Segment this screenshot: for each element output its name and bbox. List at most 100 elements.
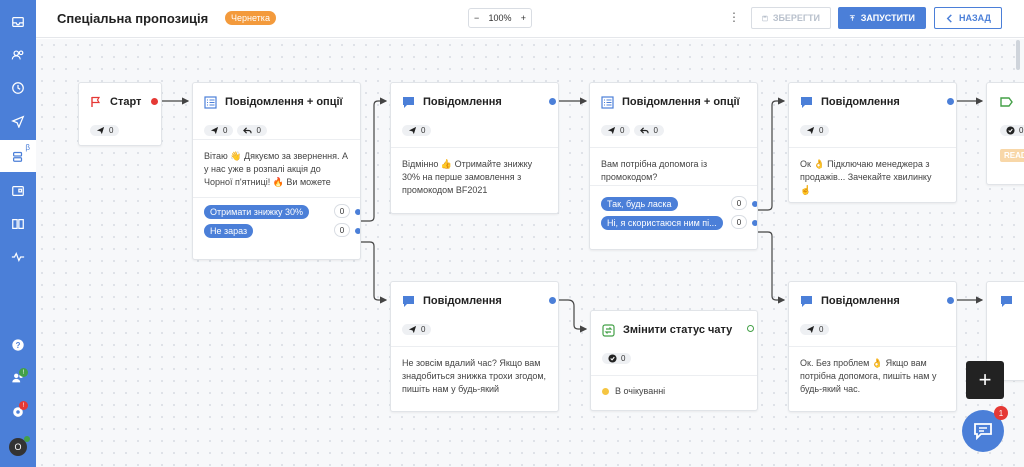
reply-icon — [640, 126, 650, 134]
option-row[interactable]: Так, будь ласка 0 — [601, 194, 757, 213]
sent-count: 0 — [819, 125, 824, 135]
message-node[interactable]: Повідомлення 0 Ок 👌 Підключаю менеджера … — [788, 82, 957, 203]
avatar[interactable]: O — [9, 438, 27, 456]
done-count: 0 — [1019, 125, 1024, 135]
partial-node[interactable] — [986, 281, 1024, 381]
send-icon — [210, 126, 219, 134]
node-title: Змінити статус чату — [623, 324, 733, 336]
run-label: ЗАПУСТИТИ — [860, 13, 915, 23]
save-button[interactable]: ЗБЕРЕГТИ — [751, 7, 831, 29]
start-output-port[interactable] — [151, 98, 158, 105]
change-status-node[interactable]: Змінити статус чату 0 В очікуванні — [590, 310, 758, 411]
flag-icon — [91, 96, 101, 107]
send-icon — [408, 325, 417, 333]
reply-stat: 0 — [634, 124, 664, 136]
option-row[interactable]: Не зараз 0 — [204, 221, 360, 240]
partial-node[interactable]: 0 READ — [986, 82, 1024, 185]
message-icon — [1001, 295, 1012, 307]
check-icon — [1006, 125, 1015, 135]
status-output-port[interactable] — [747, 325, 754, 332]
vertical-scrollbar[interactable] — [1016, 40, 1020, 70]
option-count: 0 — [334, 204, 350, 218]
message-icon — [403, 295, 414, 307]
history-icon[interactable] — [0, 72, 36, 104]
option-port[interactable] — [752, 201, 757, 207]
start-node[interactable]: Старт 0 — [78, 82, 162, 146]
help-icon[interactable]: ? — [0, 329, 36, 361]
more-menu-icon[interactable]: ⋮ — [728, 10, 740, 24]
message-icon — [801, 295, 812, 307]
sent-stat: 0 — [402, 124, 432, 136]
message-node[interactable]: Повідомлення 0 Не зовсім вдалий час? Якщ… — [390, 281, 559, 412]
sent-count: 0 — [109, 125, 114, 135]
option-port[interactable] — [752, 220, 757, 226]
analytics-icon[interactable] — [0, 241, 36, 273]
online-indicator — [24, 436, 30, 442]
back-label: НАЗАД — [959, 13, 991, 23]
send-icon — [607, 126, 616, 134]
svg-text:?: ? — [16, 341, 21, 350]
message-text: Відмінно 👍 Отримайте знижку 30% на перше… — [391, 147, 558, 197]
done-stat: 0 — [602, 352, 632, 364]
node-title: Повідомлення — [821, 96, 900, 108]
templates-icon[interactable] — [0, 175, 36, 207]
add-node-button[interactable]: + — [966, 361, 1004, 399]
message-options-node[interactable]: Повідомлення + опції 0 0 Вам потрібна до… — [589, 82, 758, 250]
message-options-node[interactable]: Повідомлення + опції 0 0 Вітаю 👋 Дякуємо… — [192, 82, 361, 260]
tag-icon — [1000, 97, 1013, 107]
beta-label: β — [25, 143, 30, 152]
chevron-left-icon — [946, 13, 952, 23]
done-count: 0 — [621, 353, 626, 363]
run-button[interactable]: ЗАПУСТИТИ — [838, 7, 926, 29]
option-row[interactable]: Отримати знижку 30% 0 — [204, 202, 360, 221]
team-icon[interactable] — [0, 362, 36, 394]
chat-badge: 1 — [994, 406, 1008, 420]
send-icon — [806, 126, 815, 134]
settings-badge: ! — [19, 401, 28, 410]
status-label: В очікуванні — [615, 386, 666, 396]
bots-icon[interactable]: β — [0, 140, 36, 172]
option-port[interactable] — [355, 228, 360, 234]
inbox-icon[interactable] — [0, 6, 36, 38]
chat-icon — [974, 423, 992, 440]
sidebar: β ? ! ! O — [0, 0, 36, 467]
message-icon — [801, 96, 812, 108]
back-button[interactable]: НАЗАД — [934, 7, 1002, 29]
settings-icon[interactable] — [0, 396, 36, 428]
output-port[interactable] — [549, 297, 556, 304]
send-icon[interactable] — [0, 105, 36, 137]
save-icon — [762, 15, 768, 21]
status-row: В очікуванні — [591, 375, 757, 406]
page-title: Спеціальна пропозиція — [57, 11, 209, 26]
message-node[interactable]: Повідомлення 0 Відмінно 👍 Отримайте зниж… — [390, 82, 559, 214]
list-icon — [204, 95, 217, 109]
status-badge: Чернетка — [225, 11, 276, 25]
upload-icon — [849, 14, 855, 21]
output-port[interactable] — [549, 98, 556, 105]
option-label: Ні, я скористаюся ним пі... — [601, 215, 723, 230]
reply-count: 0 — [653, 125, 658, 135]
zoom-control: − 100% + — [468, 8, 532, 28]
zoom-in-button[interactable]: + — [520, 13, 526, 23]
message-icon — [403, 96, 414, 108]
status-change-icon — [602, 323, 615, 337]
option-count: 0 — [334, 223, 350, 237]
node-title: Повідомлення — [423, 96, 502, 108]
message-node[interactable]: Повідомлення 0 Ок. Без проблем 👌 Якщо ва… — [788, 281, 957, 412]
message-text: Не зовсім вдалий час? Якщо вам знадобить… — [391, 346, 558, 396]
sent-count: 0 — [223, 125, 228, 135]
output-port[interactable] — [947, 297, 954, 304]
sent-stat: 0 — [90, 124, 120, 136]
knowledge-icon[interactable] — [0, 208, 36, 240]
sent-stat: 0 — [800, 124, 830, 136]
option-port[interactable] — [355, 209, 360, 215]
sent-stat: 0 — [204, 124, 234, 136]
contacts-icon[interactable] — [0, 39, 36, 71]
zoom-out-button[interactable]: − — [474, 13, 480, 23]
message-text: Вітаю 👋 Дякуємо за звернення. А у нас уж… — [193, 139, 360, 193]
output-port[interactable] — [947, 98, 954, 105]
option-row[interactable]: Ні, я скористаюся ним пі... 0 — [601, 213, 757, 232]
option-count: 0 — [731, 215, 747, 229]
status-dot — [602, 387, 609, 395]
node-title: Повідомлення + опції — [225, 96, 343, 108]
